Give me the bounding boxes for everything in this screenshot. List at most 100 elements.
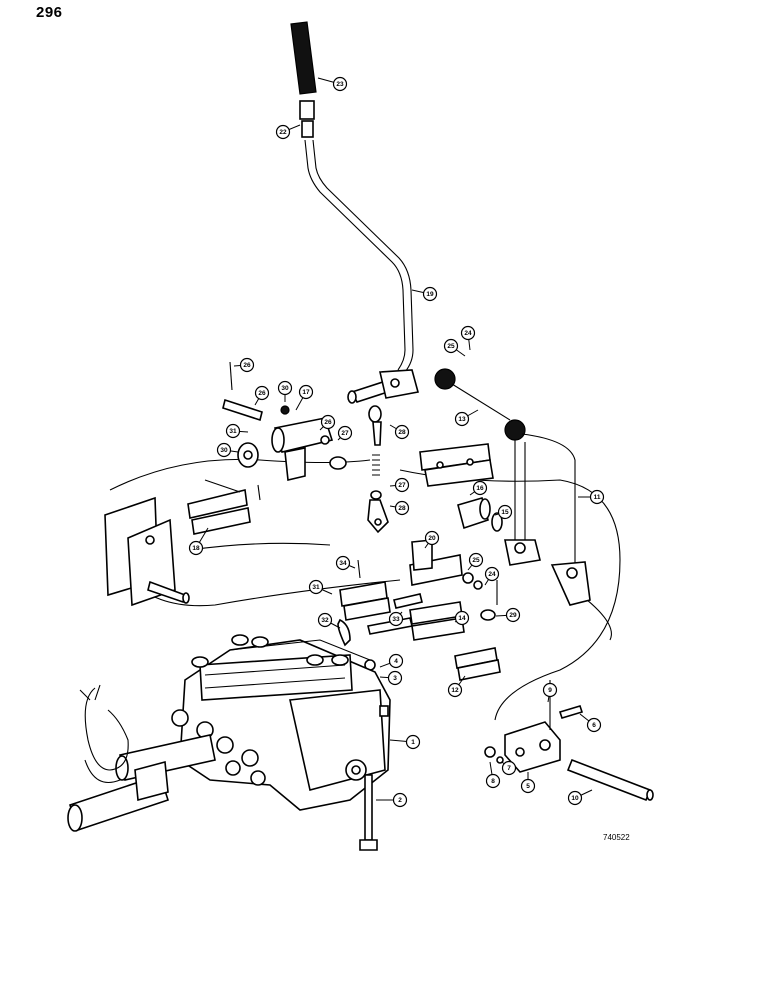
bushings — [457, 497, 503, 532]
callout-label: 26 — [324, 419, 332, 426]
valve-spools — [67, 684, 216, 832]
callout-label: 1 — [411, 739, 415, 746]
callout-label: 3 — [393, 675, 397, 682]
callout-label: 8 — [491, 778, 495, 785]
callout-circle — [388, 611, 404, 627]
callout-circle — [394, 477, 410, 493]
callout-circle — [424, 530, 440, 546]
swivel-pivot-block — [222, 361, 347, 481]
link-bracket-upper — [419, 443, 494, 487]
callout-circle — [320, 414, 336, 430]
callout-label: 24 — [464, 330, 472, 337]
callout-circle — [188, 540, 204, 556]
callout-31: 31 — [308, 579, 333, 595]
page-number: 296 — [36, 4, 63, 21]
callout-22: 22 — [275, 124, 301, 140]
callout-circle — [460, 325, 476, 341]
callout-32: 32 — [317, 612, 341, 629]
callout-label: 25 — [472, 557, 480, 564]
cross-shaft-bracket — [484, 680, 654, 802]
handle-knob — [290, 21, 317, 138]
callout-13: 13 — [454, 409, 479, 427]
callout-circle — [388, 653, 404, 669]
mounting-plates — [104, 479, 261, 607]
callout-10: 10 — [567, 789, 593, 806]
callout-circle — [497, 504, 513, 520]
callout-3: 3 — [379, 670, 403, 686]
callout-26: 26 — [233, 357, 255, 373]
callout-4: 4 — [379, 653, 404, 669]
callout-circle — [394, 500, 410, 516]
callout-label: 29 — [509, 612, 517, 619]
callout-label: 31 — [229, 428, 237, 435]
callout-33: 33 — [388, 611, 404, 627]
callout-circle — [520, 778, 536, 794]
callout-label: 5 — [526, 783, 530, 790]
callout-circle — [275, 124, 291, 140]
callout-label: 34 — [339, 560, 347, 567]
drawing-code: 740522 — [603, 833, 630, 842]
callout-circle — [216, 442, 232, 458]
callout-circle — [332, 76, 348, 92]
callout-label: 13 — [458, 416, 466, 423]
callout-label: 20 — [428, 535, 436, 542]
callout-label: 23 — [336, 81, 344, 88]
callout-18: 18 — [188, 527, 209, 556]
callout-circle — [277, 380, 293, 396]
callout-circle — [225, 423, 241, 439]
callout-circle — [335, 555, 351, 571]
callout-12: 12 — [447, 675, 466, 698]
callout-circle — [454, 610, 470, 626]
callout-label: 24 — [488, 571, 496, 578]
callout-label: 10 — [571, 795, 579, 802]
callout-circle — [468, 552, 484, 568]
callout-28: 28 — [389, 424, 410, 440]
callout-25: 25 — [467, 552, 484, 571]
callout-circle — [454, 411, 470, 427]
callout-circle — [443, 338, 459, 354]
callout-label: 12 — [451, 687, 459, 694]
control-lever-rod — [304, 139, 414, 373]
callout-label: 28 — [398, 429, 406, 436]
callout-circle — [586, 717, 602, 733]
rod-end-upper — [367, 405, 389, 534]
callout-label: 31 — [312, 584, 320, 591]
callout-9: 9 — [542, 682, 558, 703]
callout-label: 30 — [281, 385, 289, 392]
callout-label: 22 — [279, 129, 287, 136]
callout-label: 4 — [394, 658, 398, 665]
callout-27: 27 — [337, 425, 353, 441]
callout-circle — [422, 286, 438, 302]
callout-circle — [239, 357, 255, 373]
callout-label: 6 — [592, 722, 596, 729]
callout-circle — [589, 489, 605, 505]
callout-circle — [337, 425, 353, 441]
callout-7: 7 — [501, 760, 517, 776]
callout-label: 32 — [321, 617, 329, 624]
callout-circle — [405, 734, 421, 750]
callout-label: 9 — [548, 687, 552, 694]
callout-label: 2 — [398, 797, 402, 804]
callout-23: 23 — [317, 76, 348, 92]
callout-label: 33 — [392, 616, 400, 623]
callout-circle — [317, 612, 333, 628]
callout-circle — [567, 790, 583, 806]
callout-label: 27 — [398, 482, 406, 489]
callout-6: 6 — [579, 713, 602, 733]
callout-24: 24 — [484, 566, 500, 586]
callout-label: 30 — [220, 447, 228, 454]
callout-label: 16 — [476, 485, 484, 492]
callout-label: 26 — [243, 362, 251, 369]
callout-17: 17 — [295, 384, 314, 411]
callout-label: 25 — [447, 343, 455, 350]
callout-34: 34 — [335, 555, 356, 571]
callout-circle — [387, 670, 403, 686]
callout-label: 18 — [192, 545, 200, 552]
callout-label: 28 — [398, 505, 406, 512]
callout-11: 11 — [578, 489, 605, 505]
callout-24: 24 — [460, 325, 476, 351]
callout-16: 16 — [469, 480, 488, 496]
callout-circle — [308, 579, 324, 595]
